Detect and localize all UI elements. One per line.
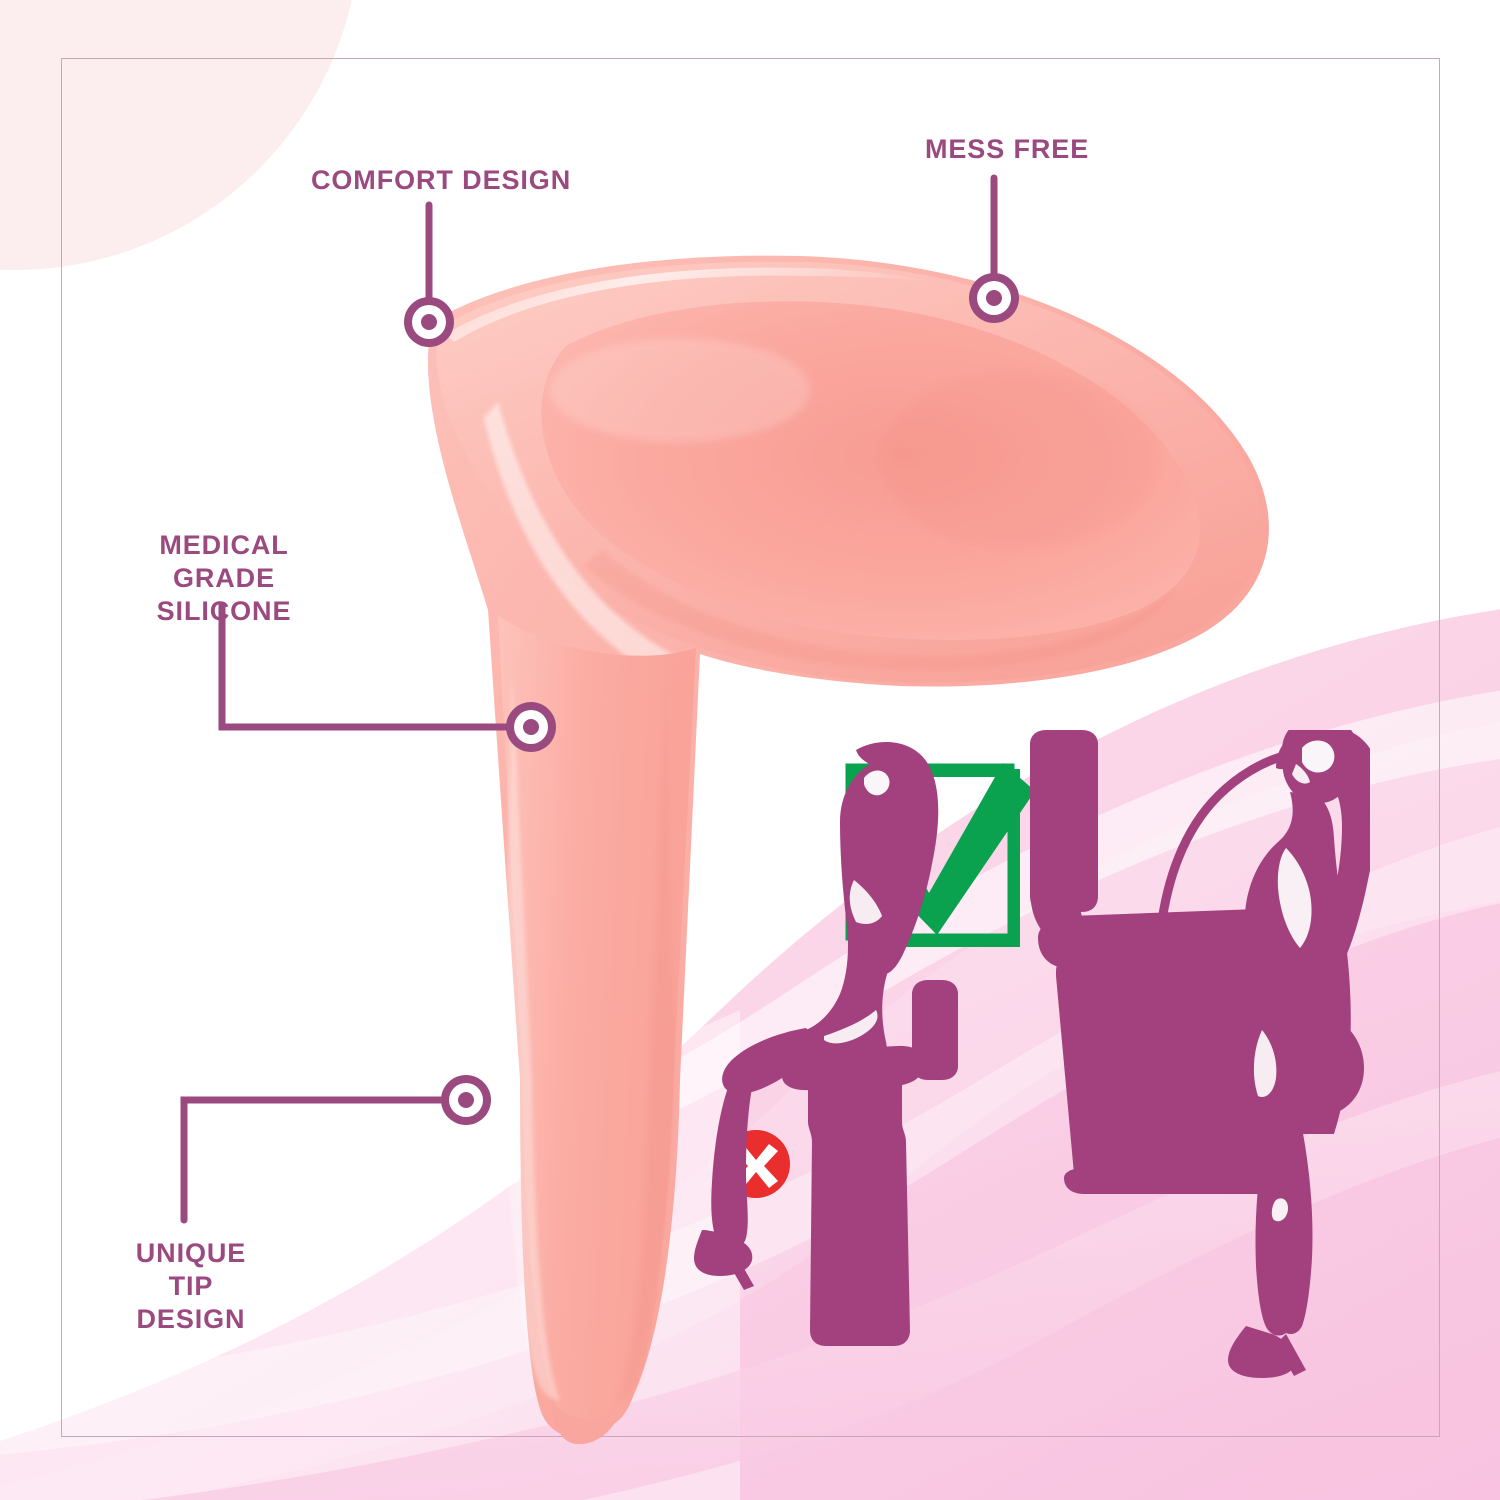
standing-woman-silhouette	[1202, 730, 1370, 1378]
leader-line-medical-grade-silicone	[218, 601, 523, 731]
usage-comparison-scene	[694, 730, 1370, 1378]
callout-label-comfort-design: COMFORT DESIGN	[311, 165, 572, 195]
stream-arc	[1155, 751, 1289, 941]
callout-label-medical-grade-silicone: MEDICAL GRADE SILICONE	[156, 530, 292, 626]
marker-unique-tip-design	[441, 1075, 491, 1125]
callout-label-unique-tip-design: UNIQUE TIP DESIGN	[135, 1238, 247, 1334]
marker-medical-grade-silicone	[506, 702, 556, 752]
callout-label-mess-free: MESS FREE	[925, 134, 1090, 164]
seated-woman-silhouette	[694, 741, 958, 1346]
leader-line-unique-tip-design	[180, 1096, 458, 1224]
product-illustration	[427, 255, 1269, 1445]
marker-mess-free	[969, 273, 1019, 323]
decorative-frame-border	[61, 58, 1440, 1437]
callout-markers	[404, 273, 1019, 1125]
marker-comfort-design	[404, 297, 454, 347]
